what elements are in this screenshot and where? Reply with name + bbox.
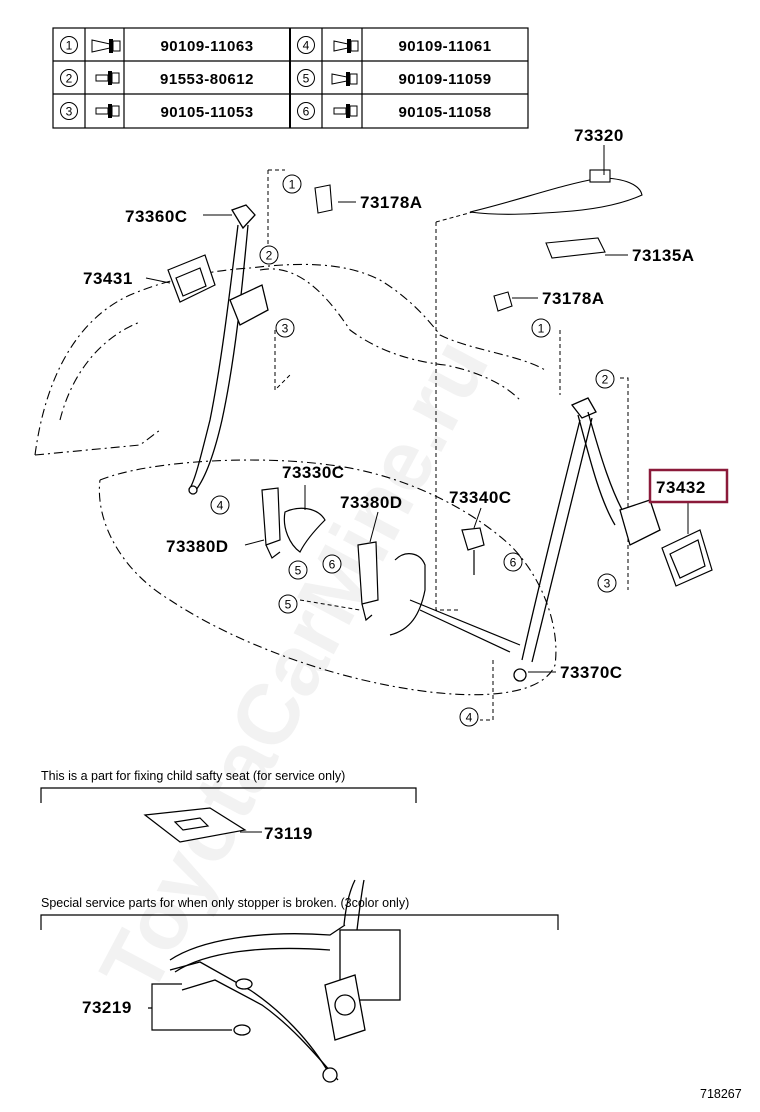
ref-number: 1	[538, 322, 545, 336]
callout-73431: 73431	[83, 269, 133, 288]
note-child-seat: This is a part for fixing child safty se…	[41, 769, 345, 783]
note-bracket	[40, 914, 559, 930]
ref-number: 3	[282, 322, 289, 336]
table-part-number: 90105-11058	[398, 104, 491, 121]
callout-73330C: 73330C	[282, 463, 345, 482]
ref-number: 4	[466, 711, 473, 725]
note-bracket	[40, 787, 417, 803]
hex-bolt-icon	[333, 104, 358, 118]
callout-73360C: 73360C	[125, 207, 188, 226]
bolt-reference-markers	[210, 174, 617, 727]
callout-73320: 73320	[574, 126, 624, 145]
parts-table-row-2: 2 91553-80612 5 90109-11059	[60, 69, 491, 88]
table-part-number: 90109-11061	[398, 38, 491, 55]
callout-labels: 73320 73178A 73360C 73135A 73431 73178A …	[82, 126, 706, 1017]
right-seat-belt-assembly	[513, 397, 661, 682]
ref-number: 6	[510, 556, 517, 570]
parts-table-row-1: 1 90109-11063 4 90109-11061	[60, 36, 491, 55]
hex-bolt-icon	[95, 104, 120, 118]
callout-73178A-left: 73178A	[360, 193, 423, 212]
note-stopper: Special service parts for when only stop…	[41, 896, 409, 910]
table-ref-number: 2	[66, 72, 73, 86]
cap-73178A-right	[493, 291, 513, 312]
belt-cover-73432	[661, 529, 713, 587]
parts-table	[52, 27, 529, 129]
callout-73135A: 73135A	[632, 246, 695, 265]
table-part-number: 90105-11053	[160, 104, 253, 121]
ref-number: 3	[604, 577, 611, 591]
callout-73380D-mid: 73380D	[340, 493, 403, 512]
buckle-73380D-mid	[357, 541, 379, 622]
buckle-73340C	[461, 527, 485, 575]
flange-bolt-icon	[91, 39, 121, 53]
flange-bolt-icon	[331, 72, 358, 86]
vehicle-interior-outline	[34, 263, 557, 696]
child-seat-bracket-73119	[143, 807, 247, 843]
ref-number: 6	[329, 558, 336, 572]
callout-73340C: 73340C	[449, 488, 512, 507]
belt-cover-73431	[167, 254, 216, 303]
ref-number: 5	[285, 598, 292, 612]
callout-73380D-left: 73380D	[166, 537, 229, 556]
ref-number: 4	[217, 499, 224, 513]
parts-table-row-3: 3 90105-11053 6 90105-11058	[60, 102, 491, 121]
table-ref-number: 1	[66, 39, 73, 53]
table-ref-number: 6	[303, 105, 310, 119]
bezel-73135A	[545, 237, 606, 259]
table-part-number: 90109-11059	[398, 71, 491, 88]
roof-cover-73320	[469, 169, 643, 215]
table-part-number: 90109-11063	[160, 38, 253, 55]
table-ref-number: 3	[66, 105, 73, 119]
ref-number: 5	[295, 564, 302, 578]
flange-bolt-icon	[333, 39, 359, 53]
callout-73178A-right: 73178A	[542, 289, 605, 308]
callout-73432: 73432	[656, 478, 706, 497]
table-ref-number: 5	[303, 72, 310, 86]
left-seat-belt-assembly	[188, 204, 269, 495]
leader-lines	[145, 145, 689, 833]
ref-number: 2	[602, 373, 609, 387]
ref-number: 2	[266, 249, 273, 263]
bolt-reference-numbers: 1 2 3 4 5 6 5 6 1 2 3 4	[217, 178, 611, 725]
buckle-73330C	[283, 507, 326, 553]
stopper-assembly-73219	[169, 879, 401, 1083]
callout-73219: 73219	[82, 998, 132, 1017]
table-part-number: 91553-80612	[160, 71, 254, 88]
anchor-bracket	[389, 553, 521, 653]
callout-bracket-73219	[148, 983, 232, 1031]
highlight-box-73432	[648, 468, 729, 504]
callout-73370C: 73370C	[560, 663, 623, 682]
drawing-id: 718267	[700, 1087, 742, 1101]
callout-73119: 73119	[264, 824, 313, 843]
table-ref-number: 4	[303, 39, 310, 53]
ref-number: 1	[289, 178, 296, 192]
hex-bolt-icon	[95, 71, 120, 85]
buckle-73380D-left	[261, 487, 281, 559]
cap-73178A-left	[314, 184, 333, 214]
